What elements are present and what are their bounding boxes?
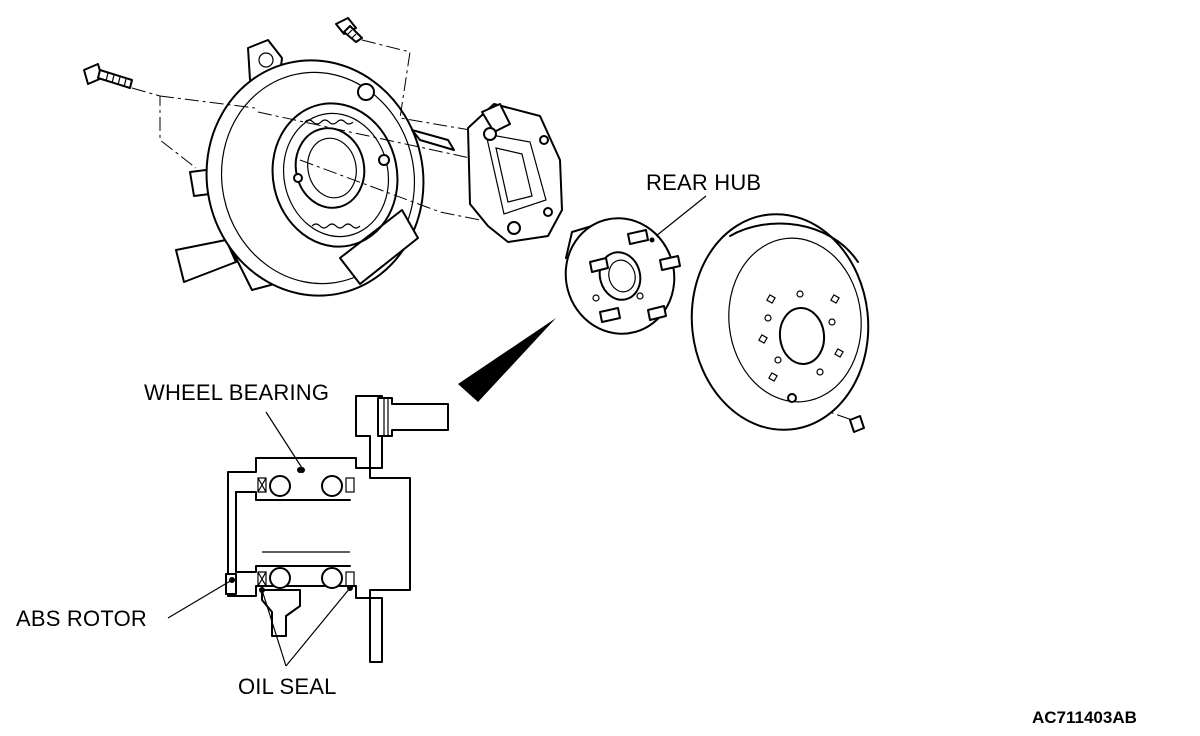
oil-seal-leader-right <box>285 587 351 667</box>
knuckle-backing-plate-assembly <box>175 39 425 297</box>
wheel-bearing-leader-dot <box>299 467 305 473</box>
wheel-bearing-label: WHEEL BEARING <box>144 380 330 405</box>
brake-caliper <box>467 103 563 243</box>
backing-plate-bolt <box>83 63 133 89</box>
oil-seal-leader-dot-right <box>347 585 353 591</box>
figure-code: AC711403AB <box>1032 708 1137 727</box>
brake-disc <box>690 213 870 431</box>
rear-hub-label: REAR HUB <box>646 170 762 195</box>
disc-screw <box>849 415 865 433</box>
hub-cross-section <box>225 395 449 663</box>
oil-seal-leader-left <box>261 589 287 667</box>
oil-seal-label: OIL SEAL <box>238 674 337 699</box>
abs-rotor-leader <box>167 579 233 619</box>
abs-rotor-label: ABS ROTOR <box>16 606 147 631</box>
wheel-bearing-leader <box>265 411 303 469</box>
abs-rotor-leader-dot <box>229 577 235 583</box>
rear-hub-leader <box>655 195 707 237</box>
rear-hub <box>564 217 681 335</box>
oil-seal-leader-dot-left <box>259 587 265 593</box>
detail-callout-pointer <box>458 318 556 402</box>
caliper-bracket-bolt <box>335 17 363 43</box>
brake-pipe <box>411 129 455 151</box>
